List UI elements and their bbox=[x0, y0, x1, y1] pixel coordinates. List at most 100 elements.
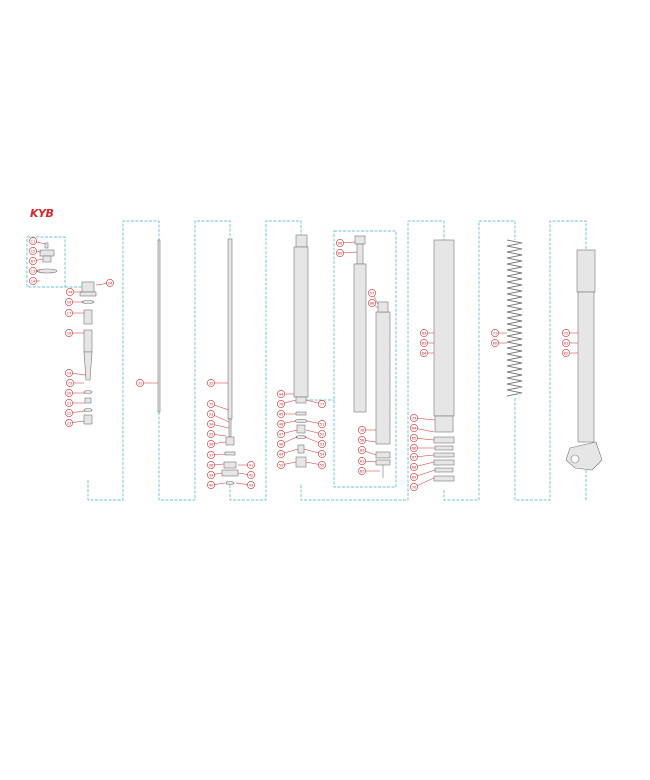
callout-bubble bbox=[247, 461, 255, 469]
callout-number: 37 bbox=[209, 453, 214, 457]
callout-bubble bbox=[106, 279, 114, 287]
callout-bubble bbox=[336, 249, 344, 257]
part-callout: 52 bbox=[318, 430, 326, 438]
callout-number: 83 bbox=[422, 341, 427, 345]
part-callout: 84 bbox=[420, 349, 428, 357]
callout-number: 21 bbox=[67, 401, 72, 405]
callout-number: 56 bbox=[338, 241, 343, 245]
callout-number: 46 bbox=[279, 422, 284, 426]
callout-number: 86 bbox=[370, 301, 375, 305]
part-callout: 46 bbox=[277, 420, 285, 428]
callout-number: 35 bbox=[209, 432, 214, 436]
part-callout: 37 bbox=[207, 451, 215, 459]
callout-bubble bbox=[29, 247, 37, 255]
part-callout: 41 bbox=[247, 461, 255, 469]
part-callout: 36 bbox=[207, 440, 215, 448]
part-callout: 48 bbox=[277, 440, 285, 448]
callout-bubble bbox=[410, 444, 418, 452]
callout-bubble bbox=[420, 329, 428, 337]
adjuster-stack bbox=[79, 281, 97, 425]
part-callout: 57 bbox=[368, 289, 376, 297]
callout-bubble bbox=[65, 369, 73, 377]
callout-number: 61 bbox=[360, 459, 365, 463]
callout-number: 40 bbox=[209, 483, 214, 487]
part-callout: 86 bbox=[368, 299, 376, 307]
callout-number: 74 bbox=[68, 290, 73, 294]
part-callout: 74 bbox=[66, 288, 74, 296]
callout-number: 77 bbox=[320, 402, 325, 406]
part-callout: 55 bbox=[318, 461, 326, 469]
part-callout: 19 bbox=[65, 369, 73, 377]
callout-bubble bbox=[336, 239, 344, 247]
callout-number: 66 bbox=[412, 446, 417, 450]
callout-bubble bbox=[410, 453, 418, 461]
part-callout: 78 bbox=[358, 426, 366, 434]
part-callout: 47 bbox=[277, 430, 285, 438]
part-callout: 33 bbox=[207, 410, 215, 418]
callout-bubble bbox=[368, 289, 376, 297]
callout-bubble bbox=[410, 463, 418, 471]
part-callout: 50 bbox=[277, 461, 285, 469]
callout-bubble bbox=[207, 400, 215, 408]
callout-number: 84 bbox=[422, 351, 427, 355]
callout-bubble bbox=[65, 298, 73, 306]
guide-bracket-3 bbox=[229, 220, 302, 501]
part-callout: 22 bbox=[65, 409, 73, 417]
part-callout: 18 bbox=[65, 329, 73, 337]
part-callout: 79 bbox=[410, 414, 418, 422]
callout-number: 41 bbox=[249, 463, 254, 467]
part-callout: 82 bbox=[562, 349, 570, 357]
callout-number: 63 bbox=[422, 331, 427, 335]
part-callout: 44 bbox=[277, 390, 285, 398]
part-callout: 23 bbox=[65, 419, 73, 427]
callout-number: 22 bbox=[67, 411, 72, 415]
callout-bubble bbox=[29, 267, 37, 275]
callout-number: 34 bbox=[209, 422, 214, 426]
inner-tube bbox=[565, 249, 603, 471]
part-callout: 13 bbox=[29, 267, 37, 275]
guide-bracket-2 bbox=[158, 220, 231, 501]
top-cap-detail-frame bbox=[26, 236, 66, 288]
part-callout: 69 bbox=[410, 473, 418, 481]
callout-bubble bbox=[207, 451, 215, 459]
part-callout: 42 bbox=[247, 471, 255, 479]
part-callout: 39 bbox=[207, 471, 215, 479]
callout-bubble bbox=[420, 339, 428, 347]
callout-number: 76 bbox=[279, 402, 284, 406]
callout-number: 49 bbox=[279, 452, 284, 456]
callout-bubble bbox=[562, 349, 570, 357]
cartridge-parts bbox=[353, 235, 391, 478]
callout-bubble bbox=[277, 440, 285, 448]
callout-bubble bbox=[410, 483, 418, 491]
part-callout: 21 bbox=[65, 399, 73, 407]
callout-number: 24 bbox=[108, 281, 113, 285]
callout-bubble bbox=[318, 400, 326, 408]
callout-bubble bbox=[562, 329, 570, 337]
callout-bubble bbox=[318, 430, 326, 438]
callout-bubble bbox=[65, 329, 73, 337]
push-rod bbox=[157, 239, 161, 413]
part-callout: 45 bbox=[277, 410, 285, 418]
callout-number: 39 bbox=[209, 473, 214, 477]
part-callout: 66 bbox=[410, 444, 418, 452]
callout-bubble bbox=[491, 329, 499, 337]
part-callout: 80 bbox=[491, 339, 499, 347]
callout-bubble bbox=[247, 481, 255, 489]
cartridge-detail-frame bbox=[333, 230, 397, 488]
callout-number: 67 bbox=[412, 455, 417, 459]
guide-bracket-1 bbox=[87, 220, 160, 501]
callout-bubble bbox=[207, 471, 215, 479]
part-callout: 11 bbox=[29, 237, 37, 245]
callout-bubble bbox=[358, 467, 366, 475]
part-callout: 40 bbox=[207, 481, 215, 489]
callout-number: 70 bbox=[412, 485, 417, 489]
callout-number: 62 bbox=[360, 469, 365, 473]
callout-number: 53 bbox=[320, 442, 325, 446]
callout-bubble bbox=[207, 410, 215, 418]
callout-number: 73 bbox=[68, 381, 73, 385]
part-callout: 51 bbox=[318, 420, 326, 428]
guide-bracket-6 bbox=[514, 220, 587, 501]
callout-bubble bbox=[65, 419, 73, 427]
